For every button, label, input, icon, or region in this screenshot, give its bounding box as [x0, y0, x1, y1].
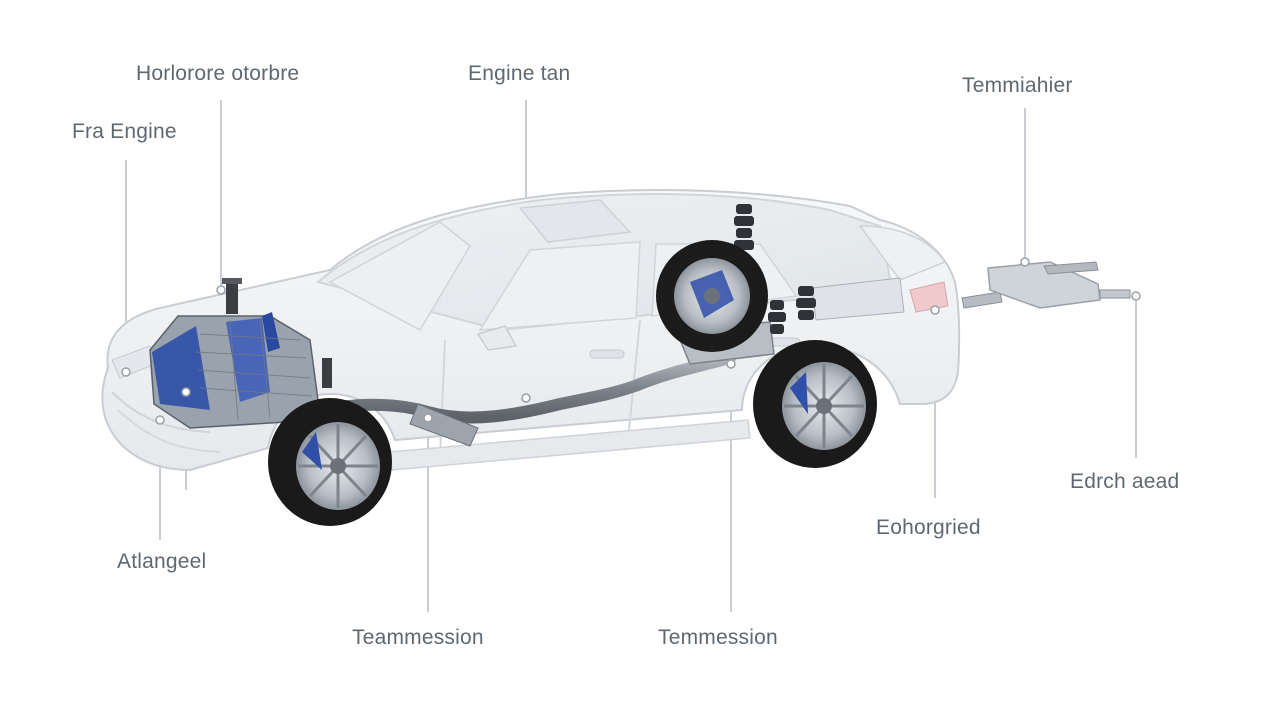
label-powertrain: Horlorore otorbre — [136, 62, 300, 85]
label-transmission-left: Teammession — [352, 626, 484, 649]
rear-suspension — [656, 204, 816, 352]
front-wheel — [268, 398, 392, 526]
label-engine-top: Engine tan — [468, 62, 571, 85]
detached-muffler — [961, 261, 1131, 309]
engine-block — [149, 278, 332, 429]
label-front-engine: Fra Engine — [72, 120, 177, 143]
label-terminator: Temmiahier — [962, 74, 1073, 97]
label-arrangement: Atlangeel — [117, 550, 207, 573]
anchor-points — [121, 257, 1141, 425]
label-exhausted: Eohorgried — [876, 516, 981, 539]
rear-wheel — [753, 340, 877, 468]
label-exhaust-head: Edrch aead — [1070, 470, 1180, 493]
label-transmission-right: Temmession — [658, 626, 778, 649]
